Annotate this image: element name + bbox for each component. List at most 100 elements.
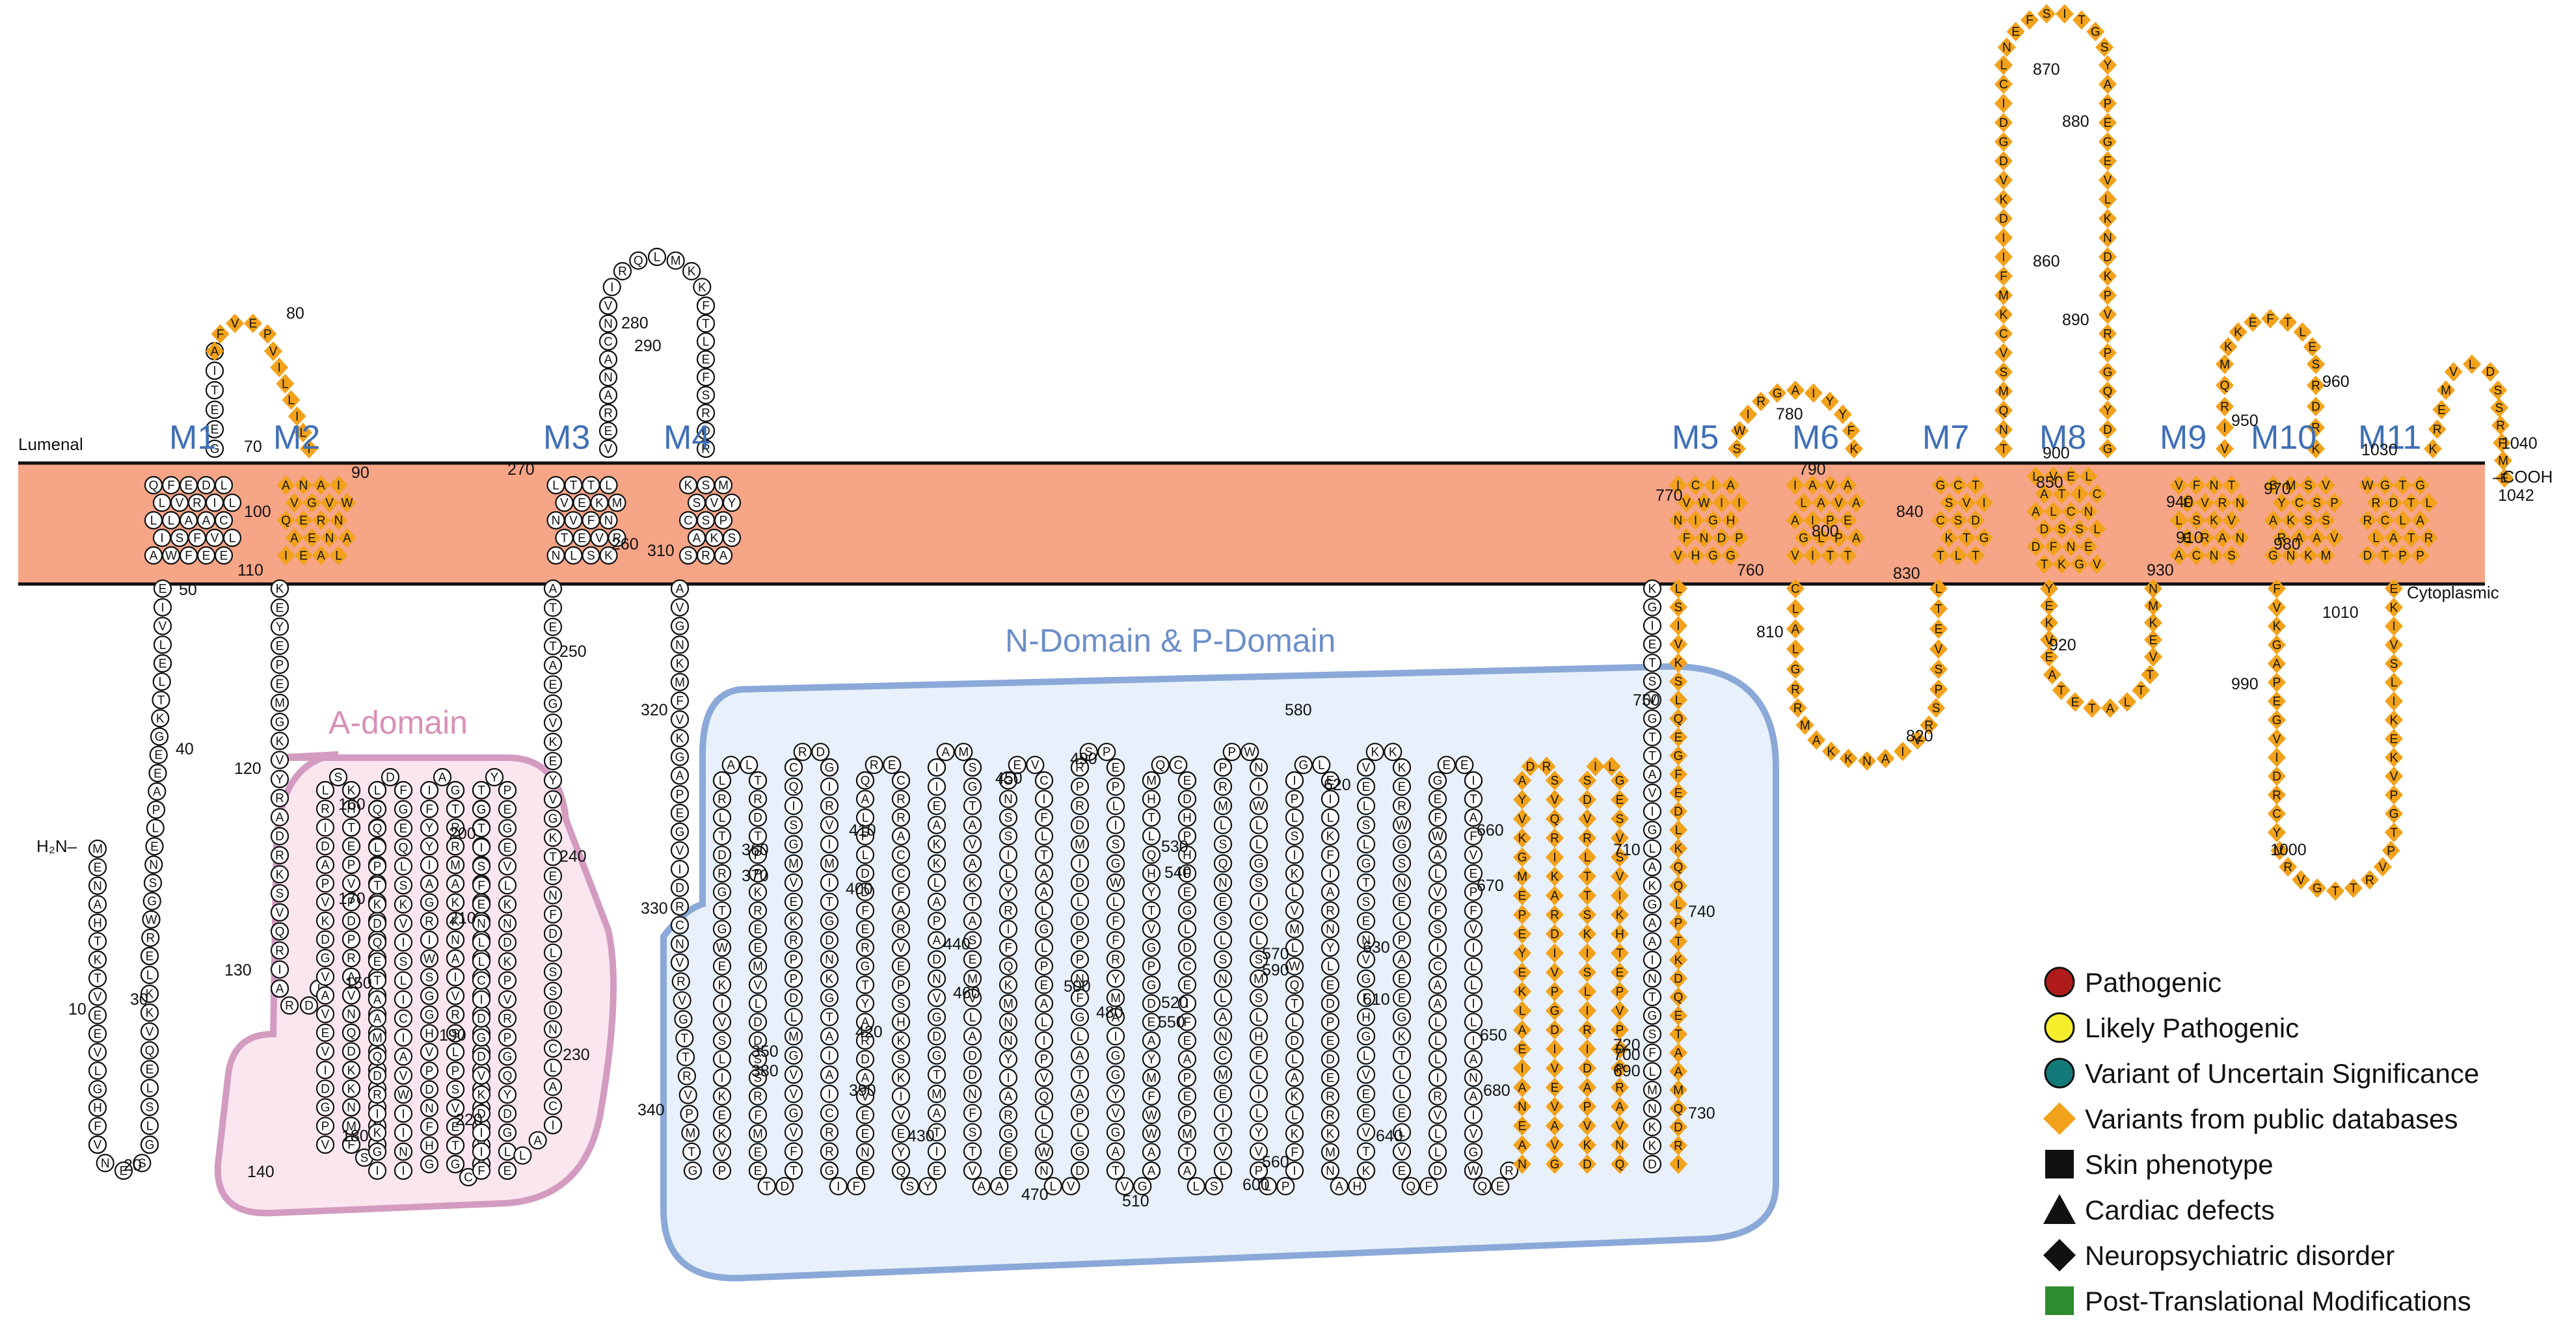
residue: S [963, 1123, 982, 1142]
segment-label: M1 [169, 419, 216, 457]
svg-text:N: N [325, 532, 334, 546]
residue: L [152, 493, 172, 512]
public-variant-residue: R [2268, 785, 2286, 805]
position-label: 500 [1064, 978, 1091, 996]
svg-text:L: L [1434, 1035, 1442, 1048]
svg-text:M: M [1800, 719, 1810, 733]
residue: C [1213, 1046, 1233, 1065]
residue: D [381, 767, 400, 787]
svg-text:N: N [149, 858, 158, 872]
residue: T [1142, 808, 1161, 827]
residue: Q [368, 819, 387, 838]
residue: G [1142, 938, 1161, 957]
svg-text:C: C [2067, 505, 2076, 519]
svg-text:A: A [1335, 1180, 1343, 1193]
svg-text:E: E [503, 1165, 512, 1178]
residue: P [1097, 743, 1116, 762]
svg-text:N: N [2210, 550, 2219, 563]
residue: M [446, 855, 465, 875]
svg-text:K: K [2273, 620, 2281, 633]
svg-text:R: R [451, 1009, 460, 1022]
svg-text:A: A [438, 771, 447, 785]
svg-text:Y: Y [2045, 583, 2054, 596]
svg-text:N: N [1862, 755, 1872, 769]
residue: M [368, 1028, 387, 1047]
svg-text:A: A [2218, 532, 2227, 546]
svg-text:I: I [720, 997, 723, 1011]
public-variant-residue: K [2099, 266, 2117, 286]
svg-text:E: E [146, 1063, 154, 1077]
residue: Y [420, 818, 439, 837]
public-variant-residue: V [320, 493, 339, 512]
svg-text:T: T [1040, 849, 1048, 862]
residue: K [1643, 1117, 1662, 1137]
svg-text:T: T [1674, 1028, 1682, 1042]
residue: T [543, 847, 563, 866]
public-variant-residue: T [1929, 599, 1948, 618]
svg-text:I: I [2002, 98, 2005, 111]
residue: V [315, 1005, 335, 1024]
residue: S [582, 546, 600, 565]
svg-text:N: N [334, 514, 343, 528]
svg-text:E: E [276, 639, 284, 653]
svg-text:I: I [1585, 947, 1589, 961]
svg-text:K: K [676, 658, 684, 671]
svg-text:P: P [373, 860, 382, 874]
svg-text:P: P [897, 979, 906, 992]
svg-text:P: P [1735, 532, 1743, 546]
residue: E [153, 579, 172, 598]
position-label: 640 [1376, 1127, 1403, 1145]
svg-text:P: P [2104, 289, 2112, 303]
residue: F [420, 1117, 439, 1136]
svg-text:R: R [2372, 497, 2381, 511]
svg-text:T: T [2408, 532, 2415, 546]
svg-text:W: W [1734, 425, 1745, 438]
position-label: 570 [1262, 945, 1289, 963]
svg-text:E: E [146, 950, 154, 964]
residue: D [1321, 994, 1340, 1013]
residue: S [1106, 834, 1125, 854]
svg-text:R: R [2496, 419, 2505, 433]
svg-text:A: A [1648, 916, 1657, 930]
residue: P [368, 857, 387, 876]
svg-text:I: I [161, 601, 164, 615]
position-label: 1040 [2501, 434, 2538, 453]
residue: E [1177, 883, 1197, 901]
public-variant-residue: A [1807, 730, 1826, 750]
svg-text:V: V [325, 497, 334, 511]
lumenal-label: Lumenal [18, 434, 83, 454]
svg-text:L: L [1399, 915, 1406, 929]
residue: S [963, 758, 982, 777]
svg-text:F: F [1004, 942, 1012, 955]
residue: I [446, 968, 465, 987]
svg-text:L: L [159, 497, 166, 511]
svg-text:N: N [2002, 41, 2011, 55]
svg-text:A: A [1147, 1035, 1156, 1048]
residue: A [1034, 883, 1054, 901]
residue: V [784, 1065, 803, 1084]
svg-text:T: T [969, 800, 976, 814]
svg-text:Y: Y [1518, 793, 1527, 807]
residue: L [1428, 1013, 1447, 1031]
position-label: 410 [849, 821, 876, 840]
svg-text:S: S [1004, 830, 1013, 844]
residue: V [673, 991, 691, 1010]
svg-text:E: E [308, 532, 316, 546]
position-label: 180 [342, 1127, 369, 1145]
residue: T [88, 932, 107, 951]
residue: V [963, 834, 982, 854]
residue: A [1142, 1031, 1161, 1050]
svg-text:V: V [676, 844, 684, 858]
public-variant-residue: F [211, 324, 230, 344]
svg-text:F: F [1434, 905, 1442, 918]
public-variant-residue: S [1994, 362, 2013, 382]
svg-text:P: P [1076, 780, 1084, 794]
public-variant-residue: R [1786, 680, 1805, 699]
residue: K [712, 1087, 732, 1106]
svg-text:L: L [2050, 505, 2057, 519]
svg-text:L: L [478, 955, 485, 969]
residue: L [927, 873, 946, 892]
svg-text:R: R [896, 793, 906, 806]
svg-text:S: S [1674, 601, 1683, 615]
svg-text:S: S [399, 879, 408, 893]
